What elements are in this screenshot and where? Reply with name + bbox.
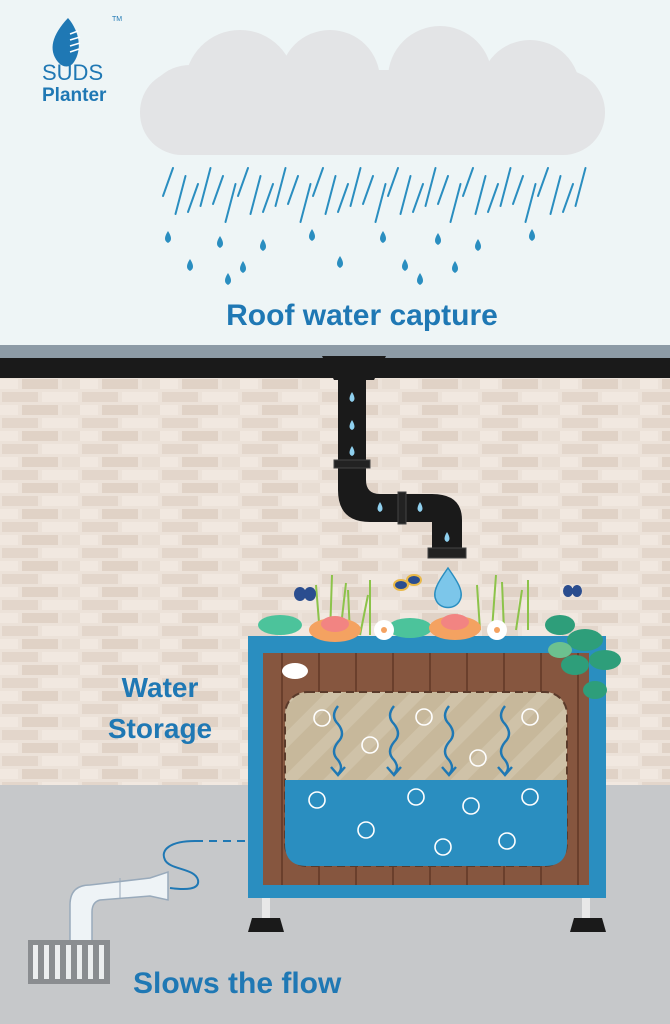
rain-drops [165, 229, 535, 285]
rain-streak [362, 175, 374, 205]
rain-streak [512, 175, 524, 205]
grate-bar [66, 945, 71, 979]
leaf-drop-icon [52, 18, 79, 67]
rain-streak [437, 175, 449, 205]
plants [258, 574, 621, 699]
rain-streak [462, 167, 474, 197]
down-arrow-icon [441, 705, 457, 777]
rain-streak [349, 167, 362, 207]
rain-streak [162, 167, 174, 197]
rain-streak [287, 175, 299, 205]
butterfly-icon [294, 574, 582, 601]
bubble [415, 708, 433, 726]
trademark: TM [112, 16, 122, 23]
downpipe [322, 356, 467, 609]
logo-text-planter: Planter [42, 85, 107, 106]
water-drop-icon [434, 566, 462, 609]
rain-streak [249, 175, 262, 215]
bubble [462, 797, 480, 815]
rain-streak [499, 167, 512, 207]
bubble [313, 709, 331, 727]
rain-streak [212, 175, 224, 205]
rain-streak [399, 175, 412, 215]
rain-streak [224, 183, 237, 223]
grate-bar [77, 945, 82, 979]
rain-drop-icon [240, 261, 246, 273]
rain-streak [487, 183, 499, 213]
roof-water-capture-label: Roof water capture [226, 299, 498, 332]
grate-bar [88, 945, 93, 979]
rain-drop-icon [225, 273, 231, 285]
water-storage-layer [285, 780, 567, 866]
rain-drop-icon [187, 259, 193, 271]
rain-streak [424, 167, 437, 207]
rain-streak [299, 183, 312, 223]
infiltration-arrows [330, 705, 513, 777]
grate-bar [99, 945, 104, 979]
water-storage-label-line2: Storage [108, 713, 212, 744]
cloud-badge-icon [282, 663, 308, 679]
suds-planter [248, 636, 606, 932]
bubble [361, 736, 379, 754]
bubble [357, 821, 375, 839]
roof-edge [0, 345, 670, 359]
rain-drop-icon [380, 231, 386, 243]
rain-streak [549, 175, 562, 215]
rain-streak [262, 183, 274, 213]
bubble [498, 832, 516, 850]
rain-streak [274, 167, 287, 207]
rain-drop-icon [165, 231, 171, 243]
down-arrow-icon [497, 705, 513, 777]
rain-drop-icon [217, 236, 223, 248]
rain-drop-icon [260, 239, 266, 251]
rain-streak [524, 183, 537, 223]
rain-streak [574, 167, 587, 207]
bubble [469, 749, 487, 767]
down-arrow-icon [386, 705, 402, 777]
rain-streak [337, 183, 349, 213]
rain-drop-icon [337, 256, 343, 268]
rain-drop-icon [475, 239, 481, 251]
drain-grate-icon [28, 940, 110, 984]
rain-streak [474, 175, 487, 215]
rain-streak [374, 183, 387, 223]
rain-streak [237, 167, 249, 197]
rain-cloud-icon [140, 26, 605, 155]
rain-drop-icon [309, 229, 315, 241]
bubble [521, 788, 539, 806]
rain-streak [387, 167, 399, 197]
rain-streak [174, 175, 187, 215]
grate-bar [55, 945, 60, 979]
rain-streak [537, 167, 549, 197]
rain-streak [199, 167, 212, 207]
bubble [434, 838, 452, 856]
bubble [407, 788, 425, 806]
slows-the-flow-label: Slows the flow [133, 967, 342, 1000]
rain-streaks [162, 167, 587, 223]
rain-drop-icon [452, 261, 458, 273]
grate-bar [44, 945, 49, 979]
rain-streak [412, 183, 424, 213]
suds-planter-logo: SUDS Planter TM [42, 16, 122, 106]
overflow-pipe [69, 840, 245, 946]
rain-streak [562, 183, 574, 213]
rain-streak [312, 167, 324, 197]
grate-bar [33, 945, 38, 979]
rain-streak [449, 183, 462, 223]
logo-text-suds: SUDS [42, 60, 103, 85]
rain-drop-icon [435, 233, 441, 245]
rain-drop-icon [529, 229, 535, 241]
bubble [521, 708, 539, 726]
down-arrow-icon [330, 705, 346, 777]
bubble [308, 791, 326, 809]
rain-streak [187, 183, 199, 213]
bubbles [308, 708, 539, 856]
rain-drop-icon [417, 273, 423, 285]
rain-drop-icon [402, 259, 408, 271]
water-storage-label-line1: Water [122, 672, 199, 703]
rain-streak [324, 175, 337, 215]
